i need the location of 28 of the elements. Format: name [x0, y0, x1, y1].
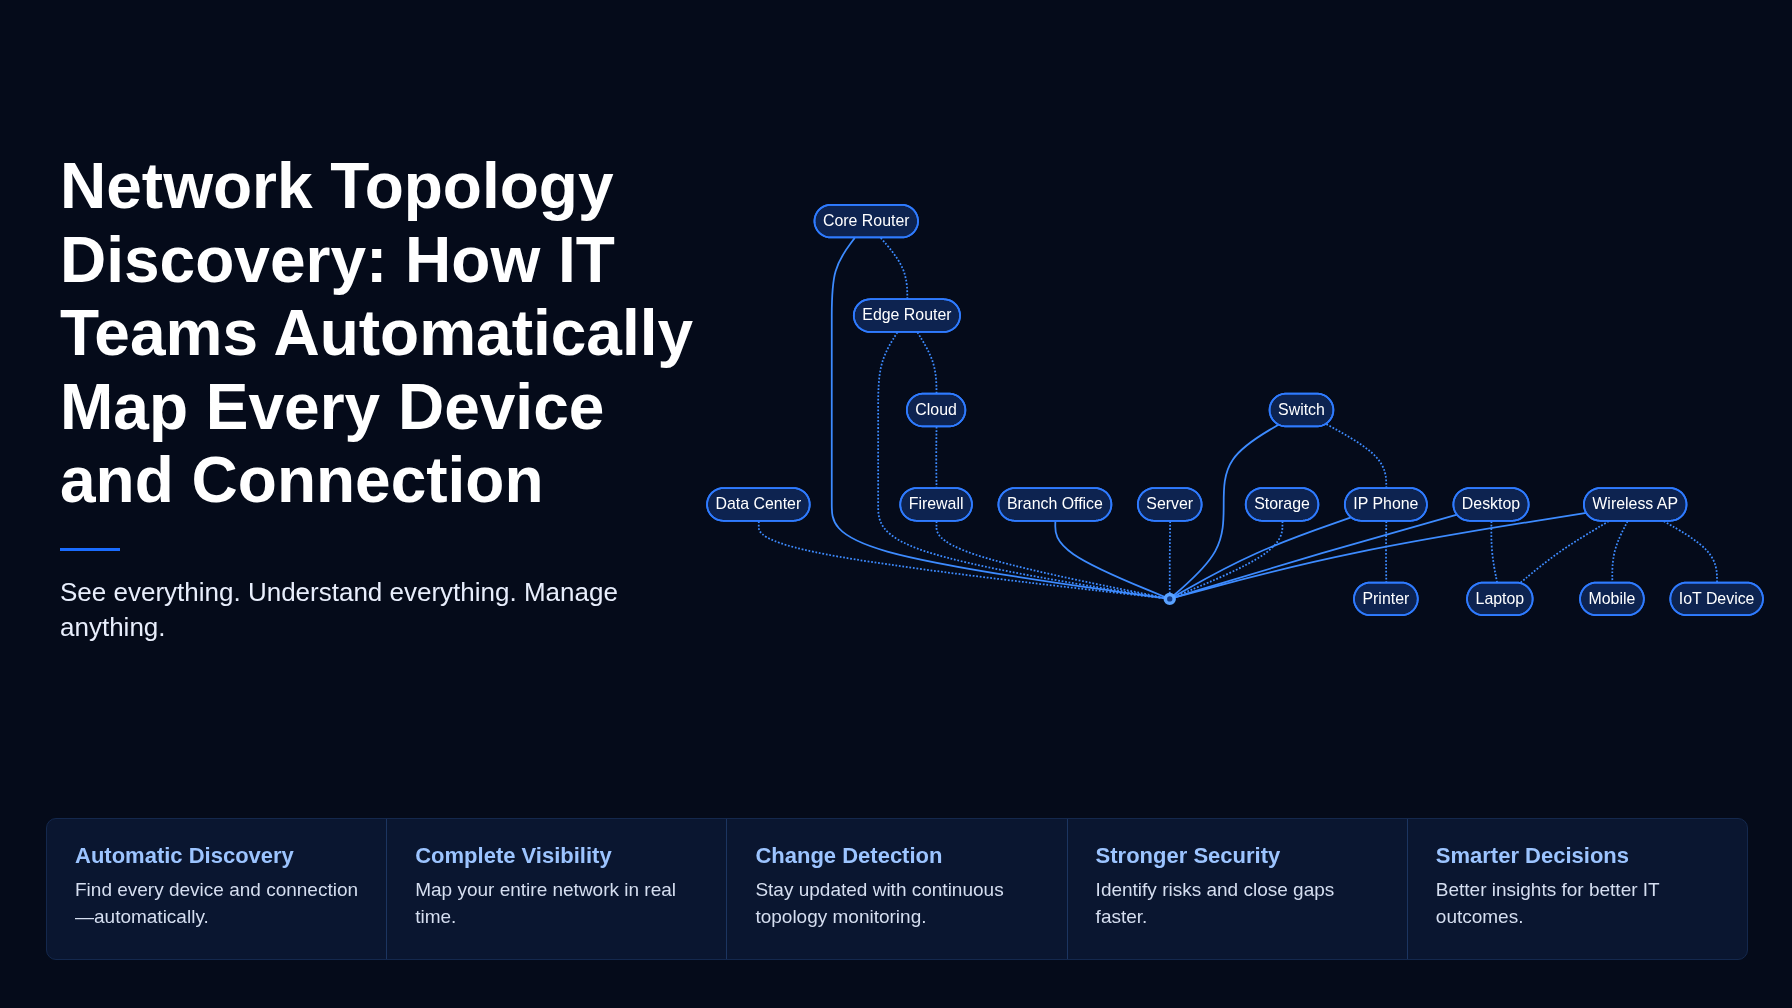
feature-text: Identify risks and close gaps faster.	[1095, 878, 1336, 929]
feature-heading: Complete Visibility	[415, 843, 613, 869]
connector	[879, 237, 909, 301]
title: Network Topology Discovery: How IT Teams Automatically Map Every Device and Connection	[60, 150, 695, 518]
connector	[1168, 520, 1172, 596]
feature-heading: Change Detection	[755, 843, 944, 869]
connector	[1662, 520, 1718, 584]
feature-text: Find every device and connection—automatically.	[75, 878, 360, 929]
feature-heading: Smarter Decisions	[1435, 843, 1630, 869]
connector	[1054, 520, 1167, 599]
feature-heading: Automatic Discovery	[75, 843, 295, 869]
feature-heading: Stronger Security	[1095, 843, 1282, 869]
connector	[877, 331, 1167, 600]
feature-text: Better insights for better IT outcomes.	[1435, 878, 1661, 929]
connector	[1325, 423, 1388, 490]
connector	[1172, 516, 1352, 598]
connector	[1490, 520, 1499, 584]
connector	[916, 331, 938, 395]
connector	[830, 237, 1167, 600]
feature-text: Stay updated with continuous topology monitoring.	[755, 878, 1005, 929]
connector	[757, 520, 1167, 600]
caption: See everything. Understand everything. Manage anything.	[60, 575, 619, 645]
feature-text: Map your entire network in real time.	[415, 878, 678, 929]
node-circle	[1163, 592, 1176, 606]
connector	[935, 520, 1167, 599]
connector	[1519, 520, 1610, 585]
connector	[1173, 513, 1458, 599]
connector	[1172, 423, 1280, 597]
